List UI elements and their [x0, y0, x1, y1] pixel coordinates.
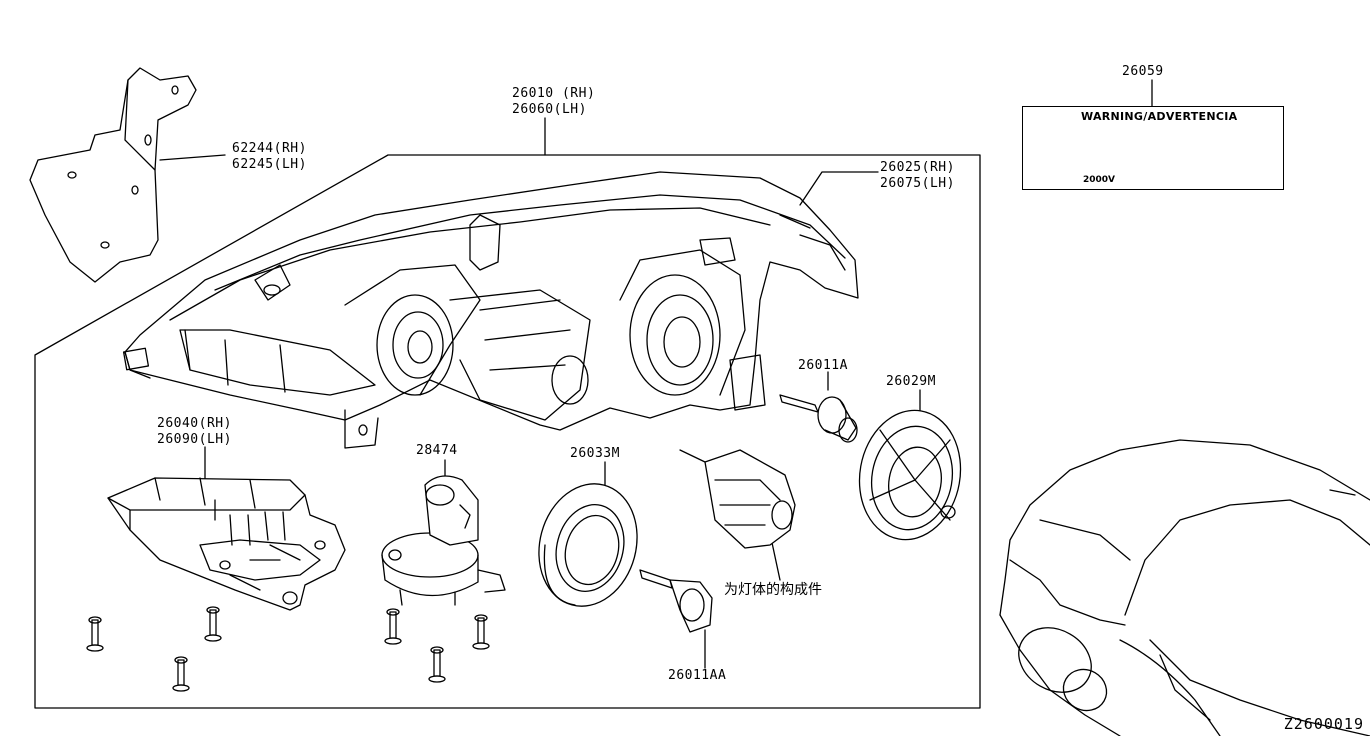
- label-cap: 26029M: [886, 374, 936, 389]
- mounting-bolts: [86, 606, 490, 692]
- leader-line-lens: [799, 171, 879, 206]
- vehicle-front-view: [999, 439, 1370, 736]
- ballast-module: [107, 477, 346, 611]
- label-lens-lh: 26075(LH): [880, 176, 955, 191]
- leveling-actuator: [381, 475, 506, 606]
- label-headlamp-rh: 26010 (RH): [512, 86, 596, 101]
- label-component-note: 为灯体的构成件: [724, 582, 822, 598]
- warning-label-voltage: 2000V: [1083, 175, 1116, 185]
- label-bulb-a: 26011A: [798, 358, 848, 373]
- label-ballast-lh: 26090(LH): [157, 432, 232, 447]
- bulb-26011a: [779, 394, 858, 443]
- label-seal: 26033M: [570, 446, 620, 461]
- label-actuator: 28474: [416, 443, 458, 458]
- warning-label: WARNING/ADVERTENCIA 2000V: [1022, 106, 1284, 190]
- headlamp-assembly: [122, 171, 859, 449]
- label-headlamp-lh: 26060(LH): [512, 102, 587, 117]
- diagram-id: Z2600019: [1283, 715, 1364, 733]
- label-bulb-aa: 26011AA: [668, 668, 727, 683]
- label-lens-rh: 26025(RH): [880, 160, 955, 175]
- leader-line-bracket: [159, 154, 226, 161]
- label-bracket-rh: 62244(RH): [232, 141, 307, 156]
- label-bracket-lh: 62245(LH): [232, 157, 307, 172]
- bulb-26011aa: [639, 569, 713, 633]
- hid-igniter: [679, 449, 796, 549]
- mounting-bracket: [29, 67, 197, 283]
- rubber-seal: [538, 483, 638, 607]
- dust-cap: [858, 409, 962, 541]
- warning-label-title: WARNING/ADVERTENCIA: [1081, 110, 1238, 123]
- label-ballast-rh: 26040(RH): [157, 416, 232, 431]
- parts-frame: [34, 154, 981, 709]
- label-warning-part: 26059: [1122, 64, 1164, 79]
